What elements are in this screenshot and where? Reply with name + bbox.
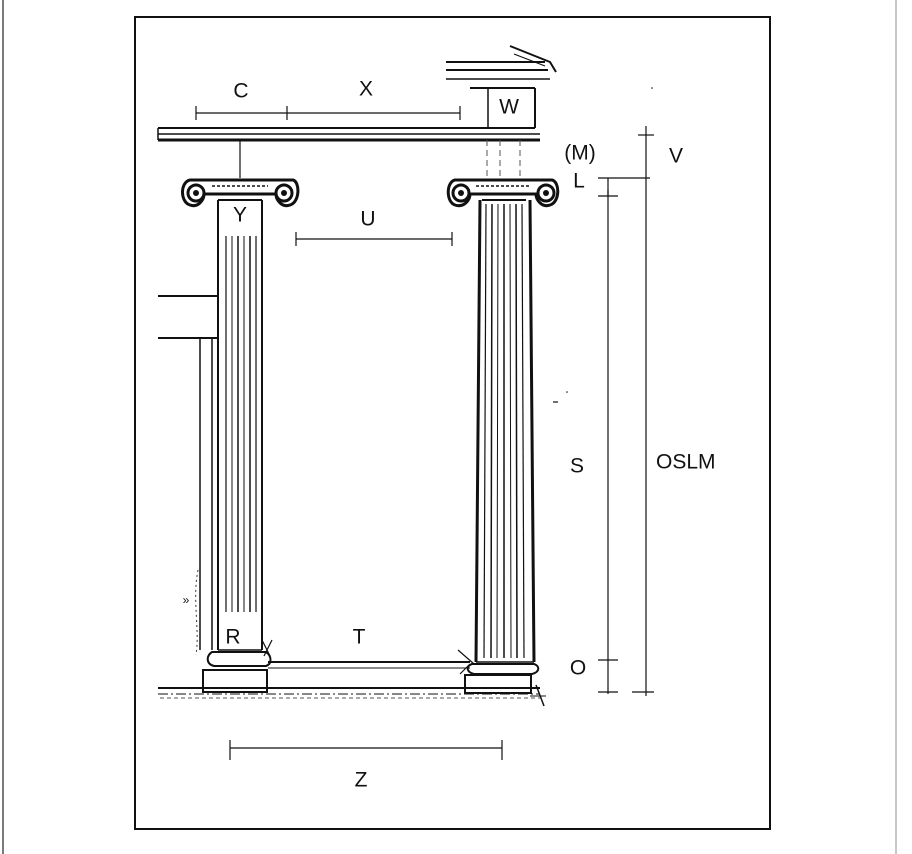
label-c: C [233, 80, 248, 103]
right-column [446, 178, 560, 694]
label-u: U [360, 208, 375, 231]
diagram-labels: C X W (M) V L Y U S OSLM O R T Z [225, 78, 715, 792]
entablature [157, 45, 557, 178]
dimension-lines [195, 87, 654, 760]
label-v: V [669, 145, 683, 168]
label-m: (M) [564, 142, 595, 165]
left-base [202, 639, 273, 693]
left-column [181, 178, 300, 693]
label-o: O [570, 657, 586, 680]
label-r: R [225, 626, 240, 649]
diagram-frame [134, 16, 771, 830]
label-s: S [570, 455, 584, 478]
left-wall: » [158, 295, 218, 656]
label-oslm: OSLM [656, 451, 716, 474]
left-shaft [217, 200, 263, 651]
label-x: X [359, 78, 373, 101]
label-y: Y [233, 204, 247, 227]
right-capital [446, 178, 560, 208]
stylobate [158, 661, 546, 707]
svg-text:»: » [183, 593, 190, 607]
label-l: L [573, 170, 585, 193]
label-z: Z [355, 769, 368, 792]
right-base [457, 649, 540, 694]
label-t: T [353, 626, 366, 649]
right-shaft [474, 199, 536, 663]
left-capital [181, 178, 300, 208]
label-w: W [499, 96, 519, 119]
